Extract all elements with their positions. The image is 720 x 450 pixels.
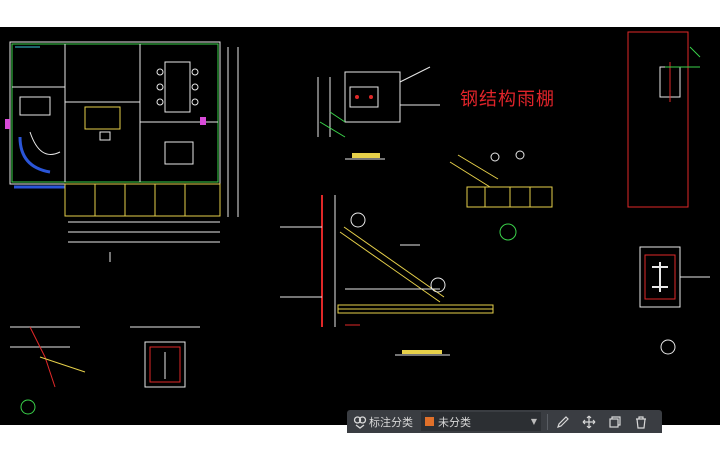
- toolbar-divider: [547, 413, 548, 430]
- copy-button[interactable]: [602, 410, 628, 433]
- canopy-elevation: [280, 195, 494, 356]
- category-select[interactable]: 未分类 ▼: [421, 412, 541, 431]
- cad-drawing-canvas[interactable]: 钢结构雨棚: [0, 27, 720, 425]
- edit-button[interactable]: [550, 410, 576, 433]
- floor-plan: [5, 41, 239, 262]
- copy-icon: [606, 413, 624, 431]
- bottom-left-details: [10, 326, 200, 415]
- cad-drawing: [5, 31, 710, 415]
- column-detail: [627, 31, 710, 355]
- category-color-swatch: [425, 417, 434, 426]
- move-button[interactable]: [576, 410, 602, 433]
- edit-icon: [554, 413, 572, 431]
- section-detail: [317, 66, 440, 160]
- chevron-down-icon: ▼: [530, 417, 537, 426]
- move-icon: [580, 413, 598, 431]
- annotate-icon: [351, 413, 369, 431]
- annotate-button[interactable]: 标注分类: [347, 410, 417, 433]
- delete-button[interactable]: [628, 410, 654, 433]
- category-value: 未分类: [438, 415, 471, 429]
- delete-icon: [632, 413, 650, 431]
- connection-detail: [449, 150, 553, 241]
- annotate-label: 标注分类: [369, 415, 413, 429]
- drawing-title: 钢结构雨棚: [460, 89, 555, 110]
- annotation-toolbar: 标注分类 未分类 ▼: [347, 410, 662, 433]
